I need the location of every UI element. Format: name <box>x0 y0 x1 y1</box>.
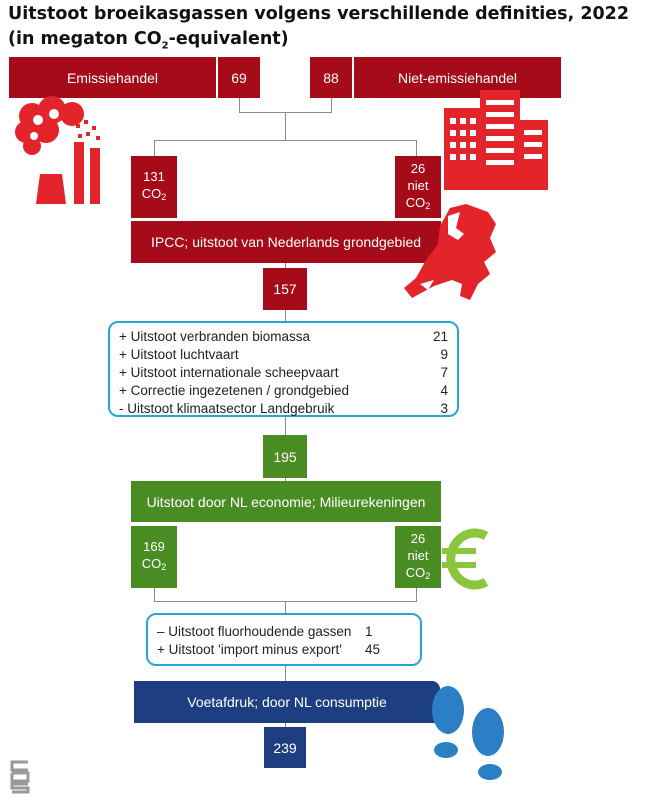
connector <box>331 98 332 112</box>
factory-icon <box>15 96 100 204</box>
connector <box>285 310 286 321</box>
ipcc-total-box: 157 <box>263 268 307 310</box>
connector <box>416 140 417 156</box>
connector <box>285 666 286 681</box>
ets-box: Emissiehandel <box>9 57 216 98</box>
connector <box>285 723 286 727</box>
euro-icon <box>442 528 489 590</box>
economy-non-co2-box: 26 niet CO2 <box>395 526 441 588</box>
economy-box: Uitstoot door NL economie; Milieurekenin… <box>131 481 441 522</box>
connector <box>285 112 286 140</box>
title-line-1: Uitstoot broeikasgassen volgens verschil… <box>8 4 630 24</box>
page-title: Uitstoot broeikasgassen volgens verschil… <box>8 2 648 59</box>
economy-total-box: 195 <box>263 435 307 478</box>
netherlands-map-icon <box>404 204 496 300</box>
footprint-box: Voetafdruk; door NL consumptie <box>134 681 440 723</box>
connector <box>239 98 240 112</box>
cbs-logo-icon <box>10 760 30 794</box>
ipcc-box: IPCC; uitstoot van Nederlands grondgebie… <box>131 221 441 263</box>
non-ets-value-box: 88 <box>310 57 352 98</box>
footprints-icon <box>432 686 504 780</box>
ipcc-non-co2-box: 26 niet CO2 <box>395 156 441 218</box>
connector <box>154 140 155 156</box>
connector <box>154 140 417 141</box>
connector <box>285 478 286 481</box>
connector <box>285 417 286 435</box>
connector <box>416 588 417 602</box>
connector <box>285 601 286 613</box>
footprint-total-box: 239 <box>264 727 306 768</box>
ipcc-co2-box: 131 CO2 <box>131 156 177 218</box>
economy-co2-box: 169 CO2 <box>131 526 177 588</box>
ets-value-box: 69 <box>218 57 260 98</box>
office-buildings-icon <box>444 90 548 190</box>
connector <box>154 588 155 602</box>
list-item: + Uitstoot 'import minus export'45 <box>157 642 381 657</box>
connector <box>285 263 286 268</box>
non-ets-box: Niet-emissiehandel <box>354 57 561 98</box>
title-line-2: (in megaton CO2-equivalent) <box>8 29 289 52</box>
